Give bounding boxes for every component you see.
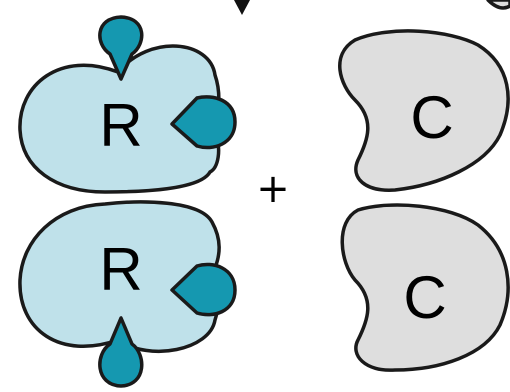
ligand-bottom-right (170, 262, 237, 317)
ligand-bottom-down (98, 316, 144, 388)
catalytic-body-top (338, 29, 510, 192)
plus-sign: + (256, 166, 290, 212)
ligand-top-up (98, 15, 144, 81)
cropped-shape (486, 0, 510, 10)
regulatory-body-top (18, 44, 221, 194)
catalytic-label-top: C (410, 84, 453, 151)
regulatory-subunit-top: R (18, 15, 237, 194)
catalytic-subunit-top: C (338, 29, 510, 192)
regulatory-label-bottom: R (99, 236, 142, 303)
ligand-top-right (170, 95, 237, 150)
arrow-indicator (234, 0, 250, 15)
catalytic-body-bottom (340, 203, 510, 372)
catalytic-label-bottom: C (403, 264, 446, 331)
regulatory-subunit-bottom: R (18, 200, 237, 388)
regulatory-body-bottom (18, 200, 222, 354)
regulatory-label-top: R (99, 92, 142, 159)
catalytic-subunit-bottom: C (340, 203, 510, 372)
